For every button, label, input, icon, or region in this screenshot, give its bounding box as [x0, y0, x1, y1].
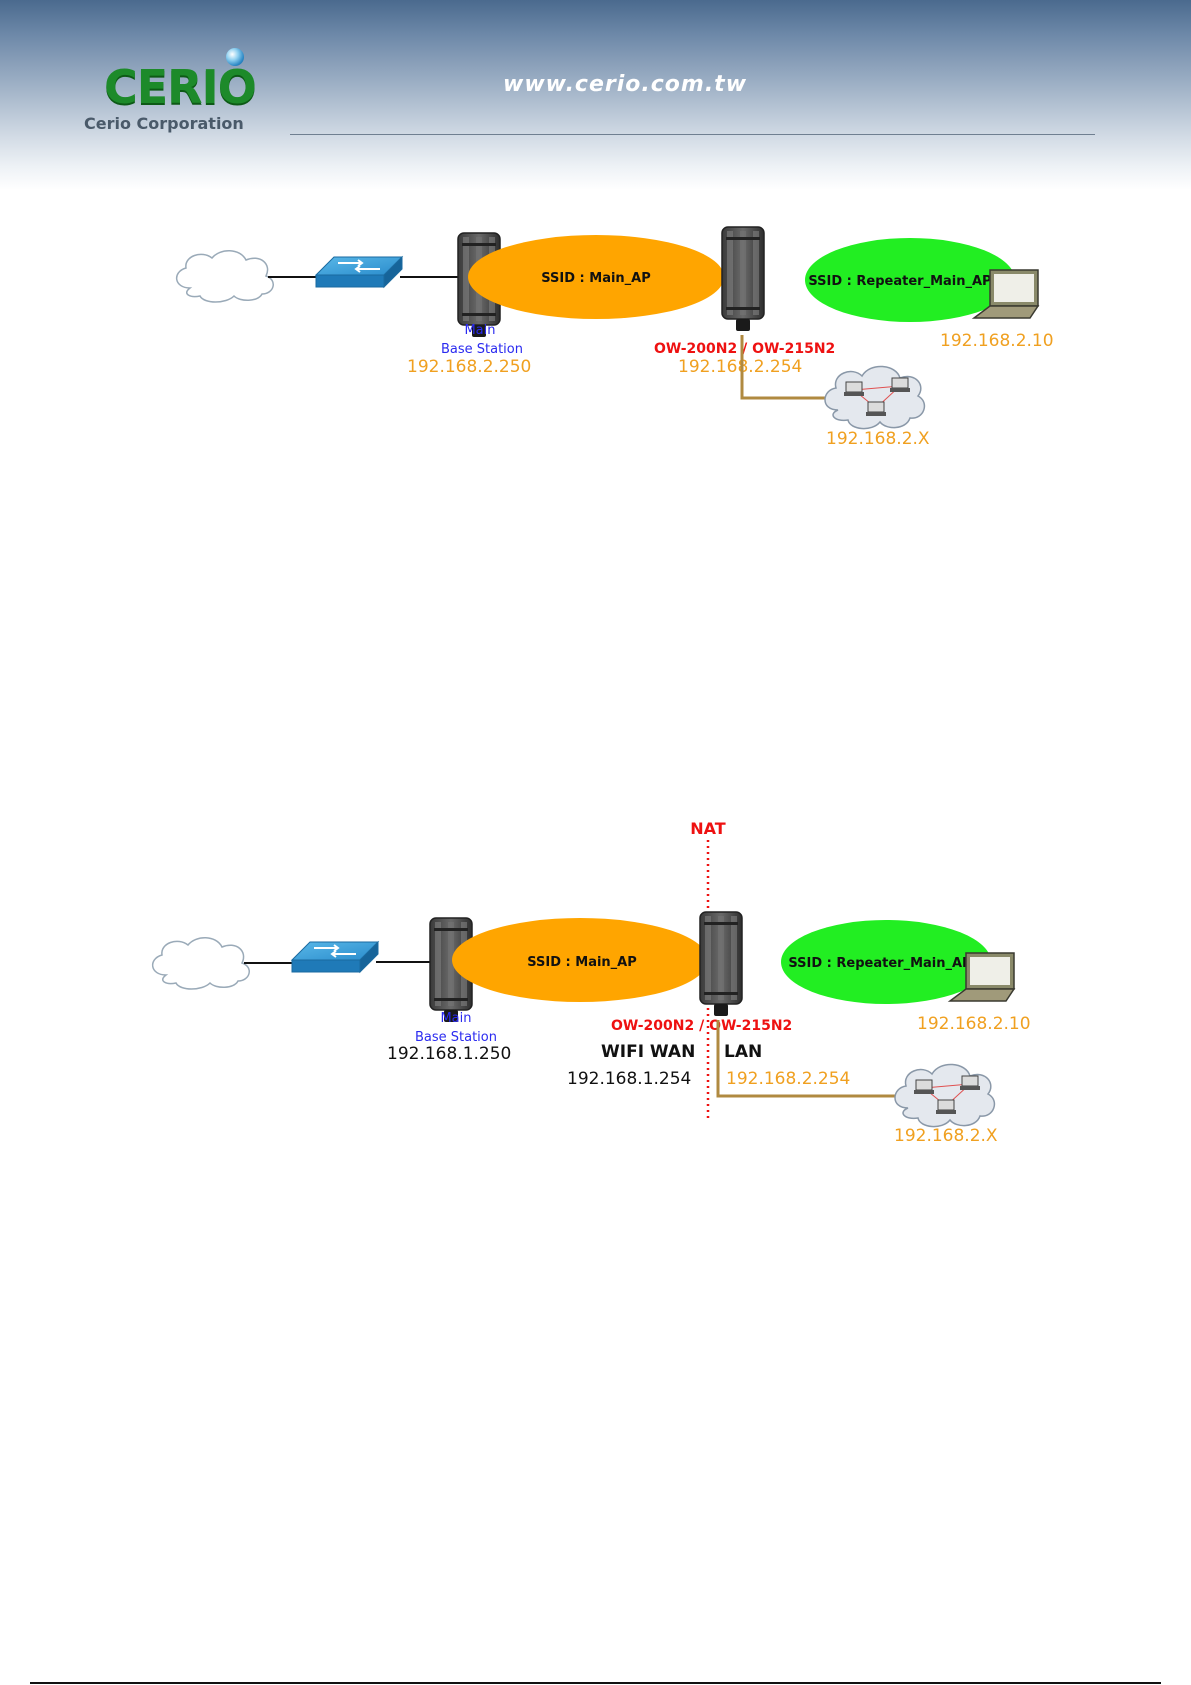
network-switch-icon	[291, 941, 379, 973]
ssid-main-ellipse	[452, 918, 708, 1002]
client-ip: 192.168.2.10	[917, 1014, 1031, 1034]
ssid-repeater-ellipse	[805, 238, 1015, 322]
ssid-repeater-label: SSID : Repeater_Main_AP	[788, 956, 971, 971]
base-station-label: Base Station	[441, 342, 523, 357]
main-label: Main	[464, 323, 495, 338]
cerio-logo: CERIO Cerio Corporation	[82, 46, 282, 136]
repeater-device-icon	[699, 911, 743, 1017]
lan-gateway-ip: 192.168.2.254	[726, 1069, 850, 1089]
lan-cable	[716, 1020, 900, 1098]
lan-cable	[740, 335, 830, 400]
lan-label: LAN	[724, 1042, 762, 1062]
ssid-main-label: SSID : Main_AP	[527, 955, 637, 970]
main-ip: 192.168.1.250	[387, 1044, 511, 1064]
footer-divider	[30, 1682, 1161, 1684]
lan-clients-cloud-icon	[824, 365, 926, 430]
device-model: OW-200N2 / OW-215N2	[611, 1018, 792, 1034]
diagram-nat: NAT SSID : Main_AP SSID : Repeater_Main_…	[151, 819, 1031, 1146]
lan-ip: 192.168.2.X	[894, 1126, 998, 1146]
logo-wordmark: CERIO	[104, 60, 257, 114]
company-name: Cerio Corporation	[84, 114, 244, 133]
ssid-main-ellipse	[468, 235, 724, 319]
device-model: OW-200N2 / OW-215N2	[654, 341, 835, 357]
main-ip: 192.168.2.250	[407, 357, 531, 377]
page-header	[0, 0, 1191, 190]
client-ip: 192.168.2.10	[940, 331, 1054, 351]
main-label: Main	[440, 1011, 471, 1026]
nat-label: NAT	[690, 819, 726, 838]
diagram-repeater: SSID : Main_AP SSID : Repeater_Main_AP M…	[175, 226, 1054, 449]
wifi-wan-label: WIFI WAN	[601, 1042, 695, 1062]
wan-ip: 192.168.1.254	[567, 1069, 691, 1089]
website-url: www.cerio.com.tw	[503, 72, 748, 97]
repeater-device-icon	[721, 226, 765, 332]
lan-ip: 192.168.2.X	[826, 429, 930, 449]
lan-clients-cloud-icon	[894, 1063, 996, 1128]
logo-dot-icon	[226, 48, 244, 66]
ssid-repeater-label: SSID : Repeater_Main_AP	[808, 274, 991, 289]
network-switch-icon	[315, 256, 403, 288]
base-station-label: Base Station	[415, 1030, 497, 1045]
ssid-main-label: SSID : Main_AP	[541, 271, 651, 286]
internet-cloud-icon	[151, 936, 250, 990]
device-ip: 192.168.2.254	[678, 357, 802, 377]
internet-cloud-icon	[175, 249, 274, 303]
header-divider	[290, 134, 1095, 135]
ssid-repeater-ellipse	[781, 920, 991, 1004]
